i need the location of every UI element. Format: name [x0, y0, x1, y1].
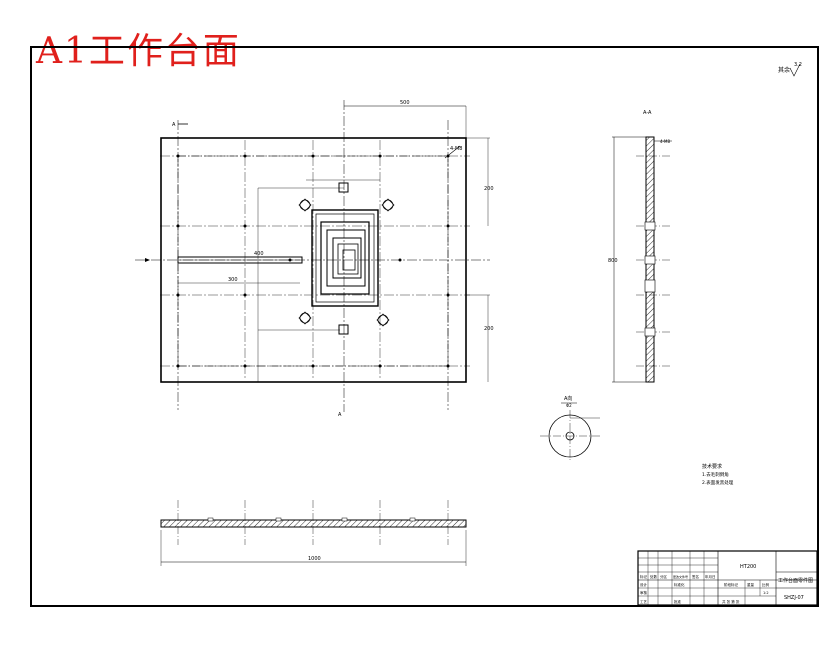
svg-text:1:2: 1:2: [763, 591, 769, 595]
svg-text:1000: 1000: [308, 556, 321, 562]
svg-text:500: 500: [400, 100, 410, 106]
section-view: A-A 800 4-M8: [608, 110, 672, 383]
svg-text:标记: 标记: [640, 574, 648, 579]
svg-text:200: 200: [484, 326, 494, 332]
svg-text:阶段标记: 阶段标记: [724, 582, 738, 587]
drawing-border: [30, 46, 819, 607]
svg-text:重量: 重量: [747, 582, 755, 587]
svg-text:工作台面零件图: 工作台面零件图: [778, 577, 813, 584]
svg-text:400: 400: [254, 251, 264, 257]
svg-text:A向: A向: [564, 395, 572, 402]
detail-view: A向 Φ2: [540, 395, 600, 462]
title-block: [637, 550, 818, 606]
svg-text:年月日: 年月日: [705, 574, 716, 579]
svg-text:A: A: [338, 412, 342, 418]
svg-text:技术要求: 技术要求: [702, 463, 722, 470]
svg-text:SHZJ-07: SHZJ-07: [784, 595, 804, 601]
plan-view: 500 400 300 200 200 4-M8 A A: [135, 100, 494, 418]
svg-text:800: 800: [608, 258, 618, 264]
svg-text:签名: 签名: [692, 574, 699, 579]
svg-text:分区: 分区: [660, 574, 668, 579]
svg-text:4-M8: 4-M8: [660, 139, 670, 144]
svg-text:A-A: A-A: [643, 110, 652, 116]
technical-notes: 技术要求 1.去毛刺倒角 2.表面发黑处理: [702, 463, 734, 486]
svg-text:比例: 比例: [762, 582, 770, 587]
svg-text:标准化: 标准化: [674, 582, 685, 587]
svg-text:处数: 处数: [650, 574, 658, 579]
svg-text:HT200: HT200: [740, 564, 756, 570]
svg-text:工艺: 工艺: [640, 599, 648, 604]
svg-text:其余: 其余: [778, 66, 790, 74]
svg-text:2.表面发黑处理: 2.表面发黑处理: [702, 479, 734, 486]
svg-text:审核: 审核: [640, 590, 648, 595]
svg-text:200: 200: [484, 186, 494, 192]
title-block-text: HT200 工作台面零件图 SHZJ-07 标记 处数 分区 更改文件号 签名 …: [640, 564, 813, 604]
svg-text:共 张 第 张: 共 张 第 张: [722, 599, 740, 604]
svg-text:批准: 批准: [674, 599, 682, 604]
bottom-view: 1000: [160, 500, 467, 566]
svg-text:3.2: 3.2: [794, 62, 802, 68]
svg-text:4-M8: 4-M8: [450, 146, 462, 152]
svg-text:A: A: [172, 122, 176, 128]
svg-text:300: 300: [228, 277, 238, 283]
roughness-symbol: 其余 3.2: [778, 62, 802, 77]
svg-text:1.去毛刺倒角: 1.去毛刺倒角: [702, 471, 729, 478]
drawing-title: A1工作台面: [36, 31, 241, 72]
svg-text:Φ2: Φ2: [566, 403, 572, 408]
svg-text:设计: 设计: [640, 582, 648, 587]
svg-text:更改文件号: 更改文件号: [673, 574, 688, 579]
